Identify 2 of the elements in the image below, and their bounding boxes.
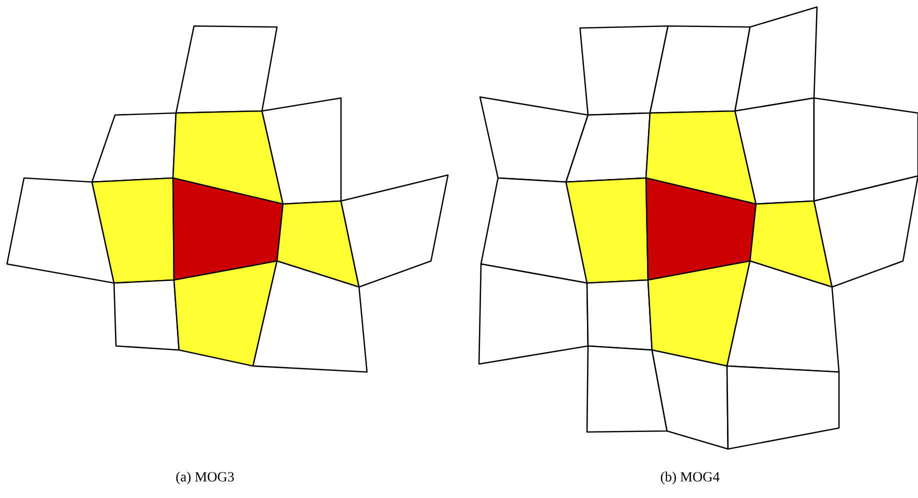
caption: (b) MOG4 bbox=[660, 472, 720, 484]
caption: (a) MOG3 bbox=[176, 472, 234, 484]
